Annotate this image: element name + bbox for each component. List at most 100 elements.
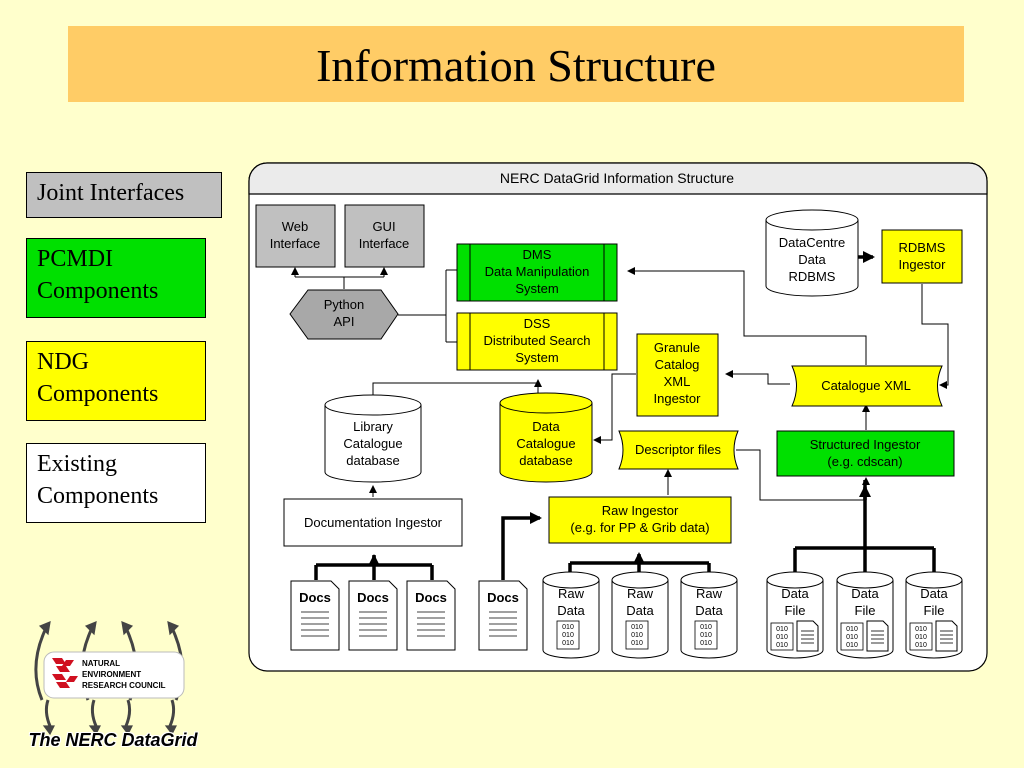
data-file-line1: Data <box>920 586 948 601</box>
raw-ingestor-line2: (e.g. for PP & Grib data) <box>570 520 709 535</box>
dss-line3: System <box>515 350 558 365</box>
text-file-icon <box>866 620 889 652</box>
diagram-heading: NERC DataGrid Information Structure <box>500 170 734 186</box>
datacentre-rdbms-cylinder: DataCentre Data RDBMS <box>765 209 859 297</box>
legend-pcmdi-line2: Components <box>37 278 159 304</box>
logo-org-line1: NATURAL <box>82 659 120 668</box>
logo-org-line2: ENVIRONMENT <box>82 670 141 679</box>
gui-interface-line1: GUI <box>372 219 395 234</box>
logo-arrow-icon <box>168 699 176 727</box>
structured-ingestor-box: Structured Ingestor (e.g. cdscan) <box>776 430 955 477</box>
web-interface-box: Web Interface <box>255 204 336 268</box>
data-file-line2: File <box>785 603 806 618</box>
granule-line3: XML <box>664 374 691 389</box>
rdbms-ingestor-line1: RDBMS <box>899 240 946 255</box>
data-file-cylinder: Data File 010 010 010 <box>836 571 894 659</box>
library-catalogue-cylinder: Library Catalogue database <box>324 394 422 483</box>
text-file-icon <box>796 620 819 652</box>
dms-line3: System <box>515 281 558 296</box>
gui-interface-line2: Interface <box>359 236 410 251</box>
thick-connectors <box>314 251 936 580</box>
binary-text: 010 <box>776 626 788 633</box>
docs-document: Docs <box>478 580 528 651</box>
binary-text: 010 <box>631 624 643 631</box>
logo-arrow-icon <box>124 699 132 727</box>
binary-text: 010 <box>915 626 927 633</box>
web-interface-line2: Interface <box>270 236 321 251</box>
gui-interface-box: GUI Interface <box>344 204 425 268</box>
data-file-cylinder: Data File 010 010 010 <box>905 571 963 659</box>
docs-label: Docs <box>487 590 519 605</box>
legend-existing-line2: Components <box>37 483 159 509</box>
raw-data-line2: Data <box>695 603 723 618</box>
library-line3: database <box>346 453 400 468</box>
structured-line2: (e.g. cdscan) <box>827 454 902 469</box>
library-line2: Catalogue <box>343 436 402 451</box>
catalogue-xml-document: Catalogue XML <box>791 365 943 407</box>
raw-data-line1: Raw <box>696 586 723 601</box>
datacentre-line3: RDBMS <box>789 269 836 284</box>
granule-line4: Ingestor <box>654 391 702 406</box>
raw-data-line1: Raw <box>558 586 585 601</box>
data-file-cylinder: Data File 010 010 010 <box>766 571 824 659</box>
legend-ndg-components: NDG Components <box>26 341 206 421</box>
web-interface-line1: Web <box>282 219 309 234</box>
binary-text: 010 <box>562 640 574 647</box>
data-file-line1: Data <box>851 586 879 601</box>
python-api-hexagon: Python API <box>289 289 399 340</box>
binary-text: 010 <box>631 640 643 647</box>
legend-pcmdi-components: PCMDI Components <box>26 238 206 318</box>
binary-text: 010 <box>776 634 788 641</box>
text-file-icon <box>935 620 958 652</box>
logo-org-line3: RESEARCH COUNCIL <box>82 681 166 690</box>
raw-data-line2: Data <box>557 603 585 618</box>
connectors <box>291 267 949 501</box>
binary-text: 010 <box>776 642 788 649</box>
binary-text: 010 <box>846 642 858 649</box>
dss-line2: Distributed Search <box>484 333 591 348</box>
granule-catalog-ingestor-box: Granule Catalog XML Ingestor <box>636 333 719 417</box>
legend-joint-label: Joint Interfaces <box>37 180 185 206</box>
docs-document: Docs <box>290 580 340 651</box>
binary-text: 010 <box>915 634 927 641</box>
logo-arrow-icon <box>34 627 48 701</box>
raw-ingestor-line1: Raw Ingestor <box>602 503 679 518</box>
dss-line1: DSS <box>524 316 551 331</box>
slide-title: Information Structure <box>316 40 716 91</box>
python-api-line1: Python <box>324 297 364 312</box>
binary-text: 010 <box>915 642 927 649</box>
data-file-line1: Data <box>781 586 809 601</box>
legend-existing-line1: Existing <box>37 451 118 477</box>
dss-box: DSS Distributed Search System <box>456 312 618 371</box>
descriptor-files-label: Descriptor files <box>635 442 721 457</box>
structured-line1: Structured Ingestor <box>810 437 921 452</box>
binary-text: 010 <box>700 632 712 639</box>
documentation-ingestor-box: Documentation Ingestor <box>283 498 463 547</box>
binary-text: 010 <box>631 632 643 639</box>
raw-data-line2: Data <box>626 603 654 618</box>
rdbms-ingestor-line2: Ingestor <box>899 257 947 272</box>
docs-label: Docs <box>415 590 447 605</box>
data-file-line2: File <box>855 603 876 618</box>
binary-text: 010 <box>700 640 712 647</box>
binary-text: 010 <box>700 624 712 631</box>
library-line1: Library <box>353 419 393 434</box>
datacentre-line1: DataCentre <box>779 235 845 250</box>
binary-text: 010 <box>562 624 574 631</box>
data-file-line2: File <box>924 603 945 618</box>
descriptor-files-document: Descriptor files <box>618 430 739 470</box>
legend-joint-interfaces: Joint Interfaces <box>26 172 222 218</box>
legend-ndg-line2: Components <box>37 381 159 407</box>
documentation-ingestor-label: Documentation Ingestor <box>304 515 443 530</box>
data-catalogue-line1: Data <box>532 419 560 434</box>
data-catalogue-line2: Catalogue <box>516 436 575 451</box>
logo-arrow-icon <box>90 699 98 727</box>
binary-text: 010 <box>846 626 858 633</box>
docs-document: Docs <box>348 580 398 651</box>
docs-label: Docs <box>299 590 331 605</box>
catalogue-xml-label: Catalogue XML <box>821 378 911 393</box>
logo-caption: The NERC DataGrid <box>28 730 198 750</box>
granule-line1: Granule <box>654 340 700 355</box>
legend-pcmdi-line1: PCMDI <box>37 246 114 272</box>
raw-data-cylinder: Raw Data 010 010 010 <box>611 571 669 659</box>
